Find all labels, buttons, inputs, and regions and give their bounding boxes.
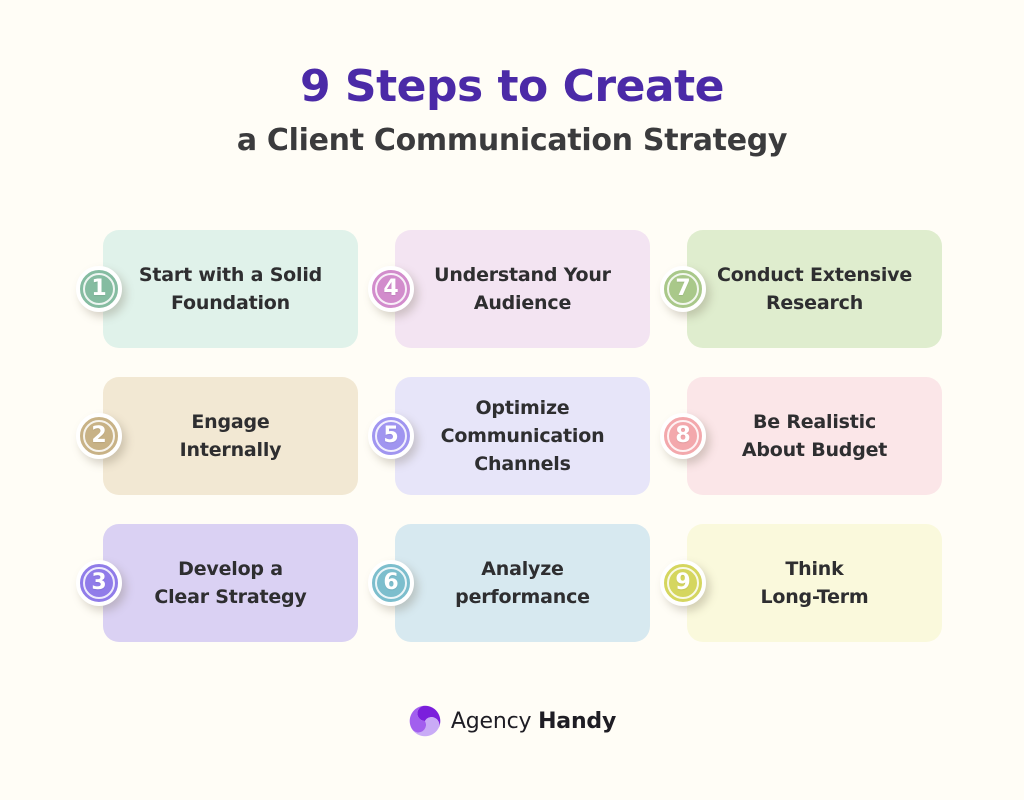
steps-grid: 1 Start with a Solid Foundation 2 Engage… — [76, 230, 942, 643]
brand-name-regular: Agency — [450, 708, 532, 734]
step-card-7: 7 Conduct Extensive Research — [660, 230, 942, 349]
step-title: Optimize Communication Channels — [440, 397, 605, 476]
step-number-badge-6: 6 — [368, 560, 414, 607]
step-title: Think Long-Term — [760, 558, 869, 609]
step-number-badge-7: 7 — [660, 266, 706, 313]
step-number: 7 — [675, 276, 691, 302]
step-number: 5 — [383, 423, 399, 449]
step-number: 8 — [675, 423, 691, 449]
step-card-5: 5 Optimize Communication Channels — [368, 377, 650, 496]
step-title: Start with a Solid Foundation — [138, 264, 323, 315]
step-title: Understand Your Audience — [434, 264, 611, 315]
step-card-9: 9 Think Long-Term — [660, 524, 942, 643]
step-title: Analyze performance — [455, 558, 590, 609]
step-number: 9 — [675, 570, 691, 596]
step-number: 3 — [91, 570, 107, 596]
step-card-4: 4 Understand Your Audience — [368, 230, 650, 349]
step-title: Be Realistic About Budget — [741, 411, 888, 462]
step-card-1: 1 Start with a Solid Foundation — [76, 230, 358, 349]
step-number: 4 — [383, 276, 399, 302]
step-title: Conduct Extensive Research — [716, 264, 913, 315]
footer-brand: Agency Handy — [0, 704, 1024, 738]
step-number: 6 — [383, 570, 399, 596]
step-card-8: 8 Be Realistic About Budget — [660, 377, 942, 496]
step-number: 1 — [91, 276, 107, 302]
step-number-badge-9: 9 — [660, 560, 706, 607]
step-card-2: 2 Engage Internally — [76, 377, 358, 496]
page-title: 9 Steps to Create — [300, 61, 724, 112]
step-title: Engage Internally — [179, 411, 282, 462]
step-number-badge-1: 1 — [76, 266, 122, 313]
step-title: Develop a Clear Strategy — [154, 558, 307, 609]
brand-name: Agency Handy — [451, 709, 616, 734]
step-number-badge-8: 8 — [660, 413, 706, 460]
step-card-3: 3 Develop a Clear Strategy — [76, 524, 358, 643]
step-number-badge-2: 2 — [76, 413, 122, 460]
step-number: 2 — [91, 423, 107, 449]
step-card-6: 6 Analyze performance — [368, 524, 650, 643]
step-number-badge-4: 4 — [368, 266, 414, 313]
brand-name-bold: Handy — [538, 708, 617, 734]
header: 9 Steps to Create a Client Communication… — [0, 0, 1024, 158]
step-number-badge-3: 3 — [76, 560, 122, 607]
agency-handy-logo-icon — [409, 705, 441, 737]
page-subtitle: a Client Communication Strategy — [236, 123, 788, 159]
step-number-badge-5: 5 — [368, 413, 414, 460]
